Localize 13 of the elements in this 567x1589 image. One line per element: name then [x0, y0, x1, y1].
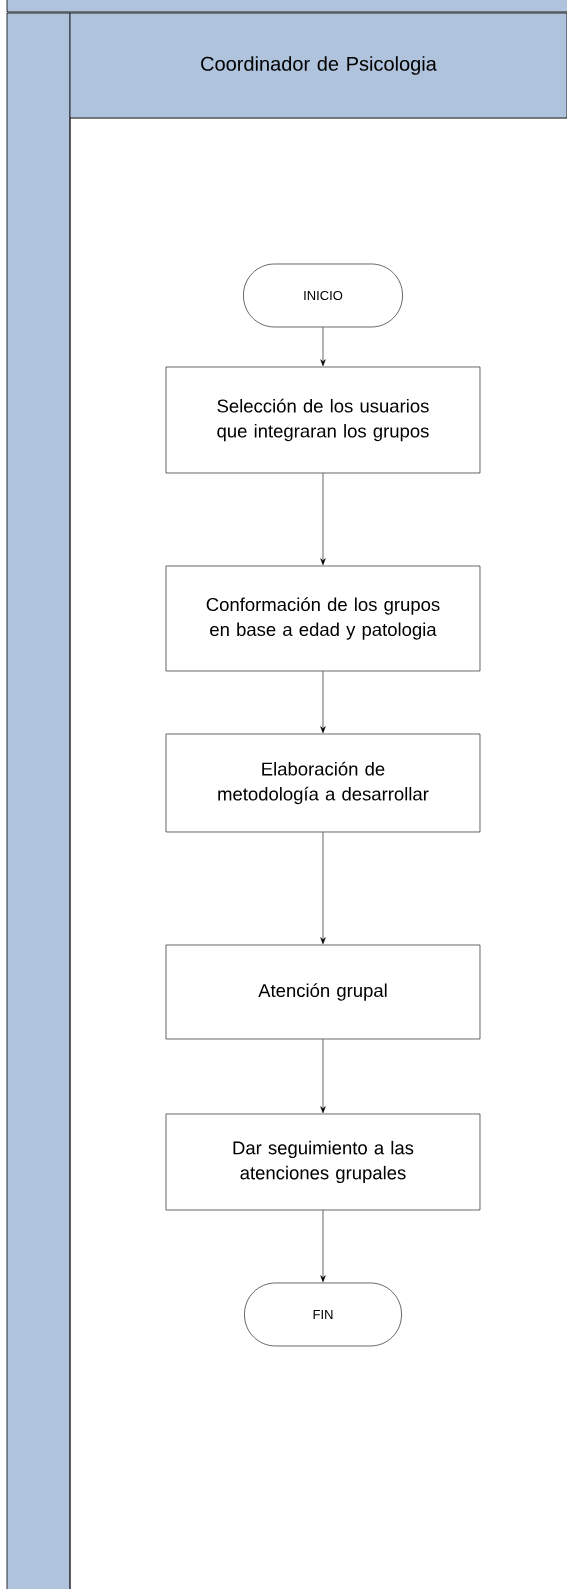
arrow — [320, 832, 326, 945]
arrow — [320, 1210, 326, 1283]
arrow — [320, 671, 326, 734]
process-box: Elaboración de metodología a desarrollar — [165, 733, 481, 833]
arrow — [320, 1039, 326, 1114]
process-box: Selección de los usuarios que integraran los grupos — [165, 366, 481, 474]
arrow — [320, 327, 326, 367]
terminator: INICIO — [243, 263, 403, 328]
process-box: Conformación de los grupos en base a edad y patologia — [165, 565, 481, 672]
process-box: Dar seguimiento a las atenciones grupales — [165, 1113, 481, 1211]
terminator: FIN — [244, 1282, 402, 1347]
process-box: Atención grupal — [165, 944, 481, 1040]
arrow — [320, 473, 326, 566]
